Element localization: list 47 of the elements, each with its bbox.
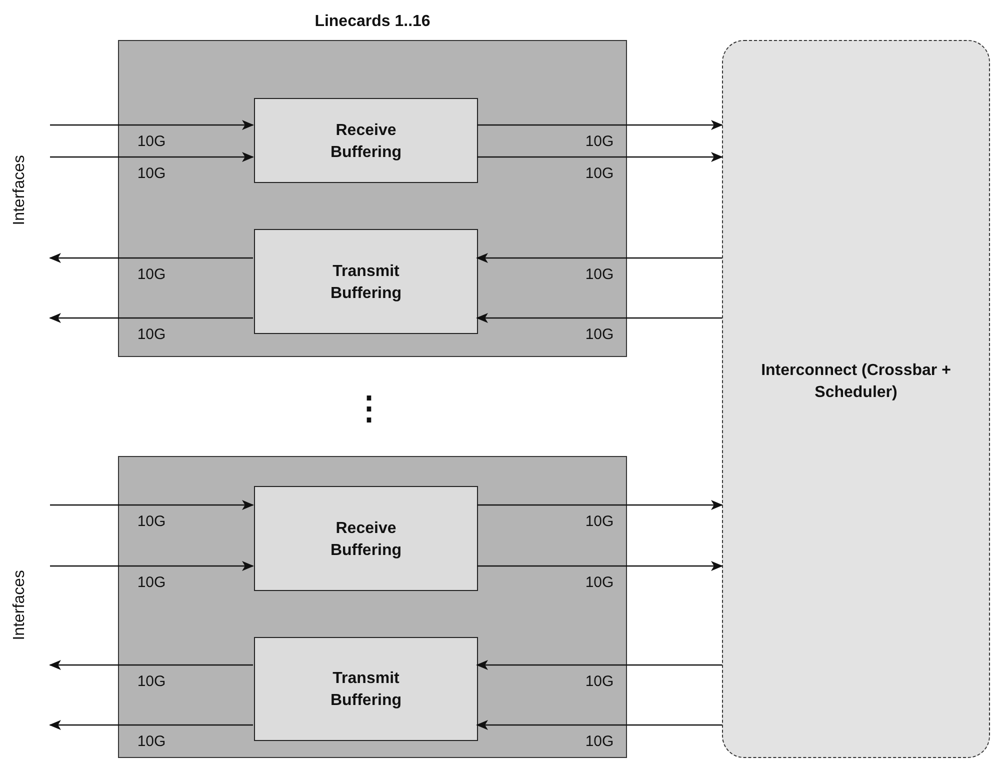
edge-label: 10G — [136, 673, 167, 691]
arrow — [477, 120, 723, 130]
ellipsis-mark: ⋮ — [353, 389, 385, 428]
arrow — [476, 660, 722, 670]
buffer-box — [254, 637, 478, 741]
arrow — [476, 313, 722, 323]
edge-label: 10G — [136, 733, 167, 751]
edge-label: 10G — [136, 574, 167, 592]
arrow — [477, 561, 723, 571]
edge-label: 10G — [584, 326, 615, 344]
arrow — [49, 313, 253, 323]
box-label: Receive Buffering — [329, 120, 403, 162]
box-label: Transmit Buffering — [329, 669, 403, 711]
arrow — [50, 120, 254, 130]
edge-label: 10G — [136, 266, 167, 284]
box-label: Transmit Buffering — [329, 262, 403, 304]
edge-label: 10G — [584, 673, 615, 691]
side-label: Interfaces — [11, 155, 29, 226]
arrow — [477, 500, 723, 510]
arrow — [50, 500, 254, 510]
buffer-box — [254, 486, 478, 591]
edge-label: 10G — [584, 165, 615, 183]
edge-label: 10G — [136, 326, 167, 344]
arrow — [476, 253, 722, 263]
edge-label: 10G — [584, 133, 615, 151]
edge-label: 10G — [584, 513, 615, 531]
linecard-panel — [118, 456, 627, 758]
edge-label: 10G — [136, 133, 167, 151]
buffer-box — [254, 229, 478, 334]
arrow — [476, 720, 722, 730]
arrow — [49, 720, 253, 730]
interconnect-box — [722, 40, 990, 758]
edge-label: 10G — [584, 266, 615, 284]
side-label: Interfaces — [11, 570, 29, 640]
box-label: Interconnect (Crossbar + Scheduler) — [760, 361, 952, 403]
arrow — [477, 152, 723, 162]
arrow — [49, 660, 253, 670]
edge-label: 10G — [136, 513, 167, 531]
edge-label: 10G — [136, 165, 167, 183]
box-label: Receive Buffering — [329, 518, 403, 560]
arrow — [50, 152, 254, 162]
arrow — [50, 561, 254, 571]
buffer-box — [254, 98, 478, 183]
group-heading: Linecards 1..16 — [314, 12, 432, 32]
edge-label: 10G — [584, 574, 615, 592]
arrow — [49, 253, 253, 263]
edge-label: 10G — [584, 733, 615, 751]
